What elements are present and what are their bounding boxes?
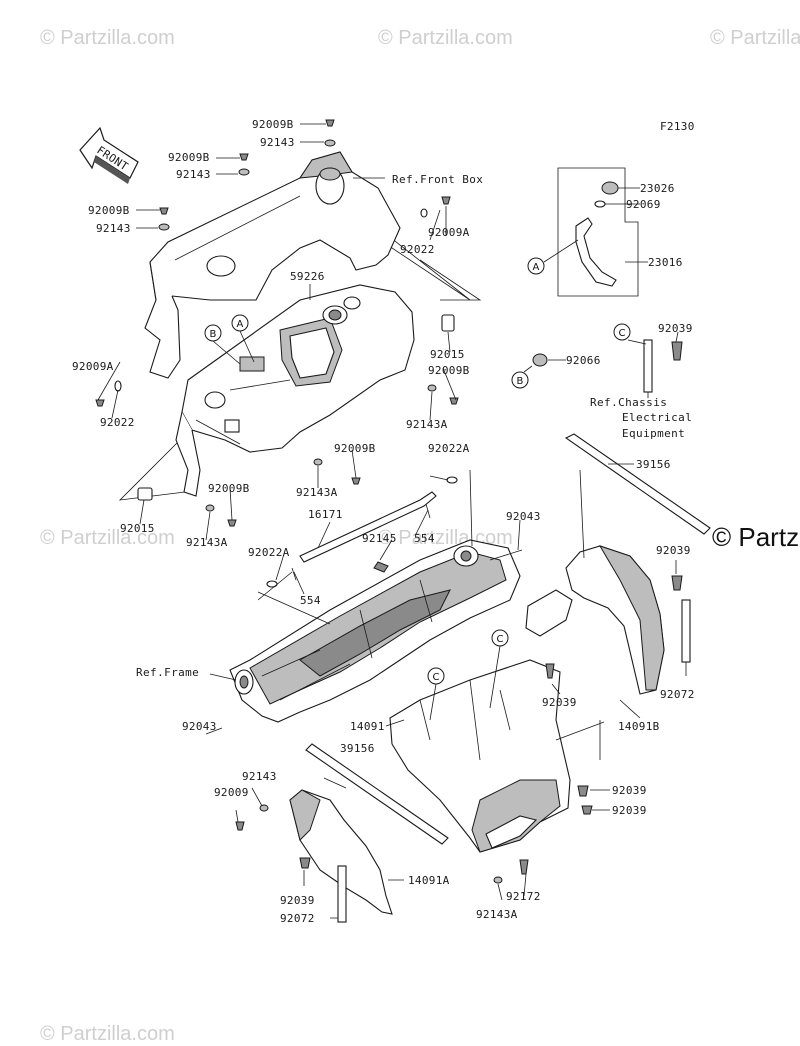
part-label: 92066	[566, 354, 601, 367]
part-label: 92022	[100, 416, 135, 429]
part-label: 92143A	[296, 486, 338, 499]
part-label: 16171	[308, 508, 343, 521]
ref-chassis-electrical: Electrical	[622, 411, 692, 424]
watermark: © Partzilla.com	[40, 1023, 175, 1045]
cable-assembly: A B C	[511, 167, 683, 398]
callout-a: A	[237, 319, 244, 330]
callout-c: C	[497, 634, 504, 645]
part-label: 92009B	[168, 151, 210, 164]
part-label: 92015	[120, 522, 155, 535]
part-label: 92039	[612, 784, 647, 797]
part-label: 92009A	[72, 360, 114, 373]
fastener-icon	[95, 119, 459, 527]
part-label: 14091A	[408, 874, 450, 887]
part-label: 92039	[656, 544, 691, 557]
callout-b: B	[517, 376, 524, 387]
part-label: 92039	[280, 894, 315, 907]
part-label: 39156	[636, 458, 671, 471]
watermark: © Partzilla.com	[378, 27, 513, 49]
part-label: 23026	[640, 182, 675, 195]
frame-assembly	[205, 469, 523, 735]
part-label: 92022A	[248, 546, 290, 559]
part-label: 92143	[96, 222, 131, 235]
part-label: 39156	[340, 742, 375, 755]
callout-c: C	[433, 672, 440, 683]
part-label: 14091	[350, 720, 385, 733]
part-labels: 92009B 92143 92009B 92143 92009B 92143 9…	[72, 118, 695, 925]
watermark: © Partzilla.com	[40, 527, 175, 549]
part-label: 92072	[280, 912, 315, 925]
part-label: 92015	[430, 348, 465, 361]
part-label: 554	[414, 532, 435, 545]
part-label: 92143A	[406, 418, 448, 431]
part-label: 92143A	[476, 908, 518, 921]
dash-cover-assembly	[95, 119, 482, 541]
part-label: 92009A	[428, 226, 470, 239]
part-label: 92143	[176, 168, 211, 181]
figure-code: F2130	[660, 120, 695, 133]
part-label: 92145	[362, 532, 397, 545]
center-guard: C C	[385, 629, 610, 901]
ref-chassis-equipment: Equipment	[622, 427, 685, 440]
left-guard	[235, 743, 449, 923]
part-label: 92022A	[428, 442, 470, 455]
part-label: 59226	[290, 270, 325, 283]
part-label: 23016	[648, 256, 683, 269]
callouts: B A	[204, 314, 255, 365]
part-label: 14091B	[618, 720, 660, 733]
front-arrow-icon: FRONT	[79, 126, 139, 184]
part-label: 92039	[542, 696, 577, 709]
callout-a: A	[533, 262, 540, 273]
part-label: 92143	[242, 770, 277, 783]
part-label: 92143A	[186, 536, 228, 549]
part-label: 92043	[506, 510, 541, 523]
part-label: 92043	[182, 720, 217, 733]
part-label: 92009B	[252, 118, 294, 131]
right-guard	[525, 433, 711, 719]
watermark: © Partzilla.com	[710, 27, 800, 49]
watermark: © Partzilla.com	[40, 27, 175, 49]
part-label: 92039	[612, 804, 647, 817]
watermark: © Partz	[712, 522, 799, 552]
ref-front-box: Ref.Front Box	[392, 173, 483, 186]
part-label: 92072	[660, 688, 695, 701]
part-label: 92039	[658, 322, 693, 335]
part-label: 92009B	[428, 364, 470, 377]
part-label: 92009B	[334, 442, 376, 455]
callout-b: B	[210, 329, 217, 340]
callout-c: C	[619, 328, 626, 339]
part-label: 92009	[214, 786, 249, 799]
part-label: 92069	[626, 198, 661, 211]
part-label: 92022	[400, 243, 435, 256]
part-label: 92009B	[208, 482, 250, 495]
ref-chassis: Ref.Chassis	[590, 396, 667, 409]
part-label: 92009B	[88, 204, 130, 217]
side-panel-left	[144, 261, 181, 379]
watermarks: © Partzilla.com © Partzilla.com © Partzi…	[40, 27, 800, 1045]
ref-frame: Ref.Frame	[136, 666, 199, 679]
part-label: 92143	[260, 136, 295, 149]
part-label: 554	[300, 594, 321, 607]
part-label: 92172	[506, 890, 541, 903]
